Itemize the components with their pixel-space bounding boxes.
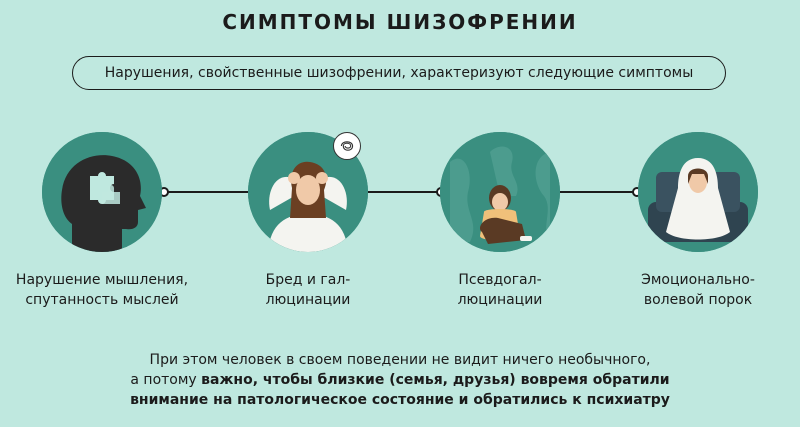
subtitle-box: Нарушения, свойственные шизофрении, хара… (72, 56, 726, 90)
symptom-label-1: Нарушение мышления, спутанность мыслей (2, 270, 202, 310)
subtitle-text: Нарушения, свойственные шизофрении, хара… (104, 65, 694, 81)
bottom-line-1: При этом человек в своем поведении не ви… (149, 352, 651, 368)
bottom-line-2: а потому важно, чтобы близкие (семья, др… (0, 370, 800, 390)
bottom-line-3-bold: внимание на патологическое состояние и о… (130, 392, 670, 408)
bottom-note: При этом человек в своем поведении не ви… (0, 350, 800, 410)
symptom-label-line: Псевдогал- (458, 272, 542, 288)
symptom-label-line: люцинации (265, 292, 351, 308)
symptom-label-line: люцинации (457, 292, 543, 308)
connector-line (148, 191, 656, 193)
head-puzzle-icon (42, 132, 162, 252)
symptom-label-3: Псевдогал- люцинации (400, 270, 600, 310)
symptom-label-line: Бред и гал- (265, 272, 351, 288)
bottom-line-2-bold: важно, чтобы близкие (семья, друзья) вов… (201, 372, 670, 388)
page-title: СИМПТОМЫ ШИЗОФРЕНИИ (222, 10, 578, 34)
woman-in-blanket-icon (638, 132, 758, 252)
symptom-label-line: спутанность мыслей (25, 292, 179, 308)
thought-bubble-icon (333, 132, 361, 160)
symptom-label-2: Бред и гал- люцинации (208, 270, 408, 310)
symptom-label-line: волевой порок (643, 292, 753, 308)
symptom-label-line: Эмоционально- (641, 272, 755, 288)
woman-holding-head-icon (248, 132, 368, 252)
symptom-label-line: Нарушение мышления, (15, 272, 189, 288)
bottom-line-2-prefix: а потому (130, 372, 202, 388)
woman-sitting-scared-icon (440, 132, 560, 252)
bottom-line-3: внимание на патологическое состояние и о… (0, 390, 800, 410)
symptom-label-4: Эмоционально- волевой порок (598, 270, 798, 310)
